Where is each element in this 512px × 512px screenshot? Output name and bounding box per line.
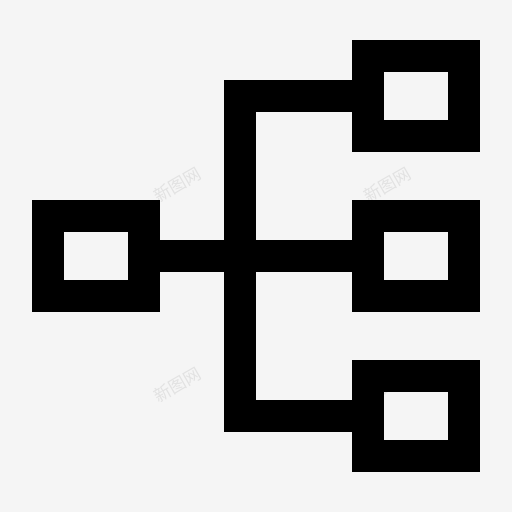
watermark-text: 新图网: [151, 364, 205, 407]
root-node-box: [32, 200, 160, 312]
child-node-middle-box: [352, 200, 480, 312]
child-node-bottom-box: [352, 360, 480, 472]
child-node-top-box: [352, 40, 480, 152]
